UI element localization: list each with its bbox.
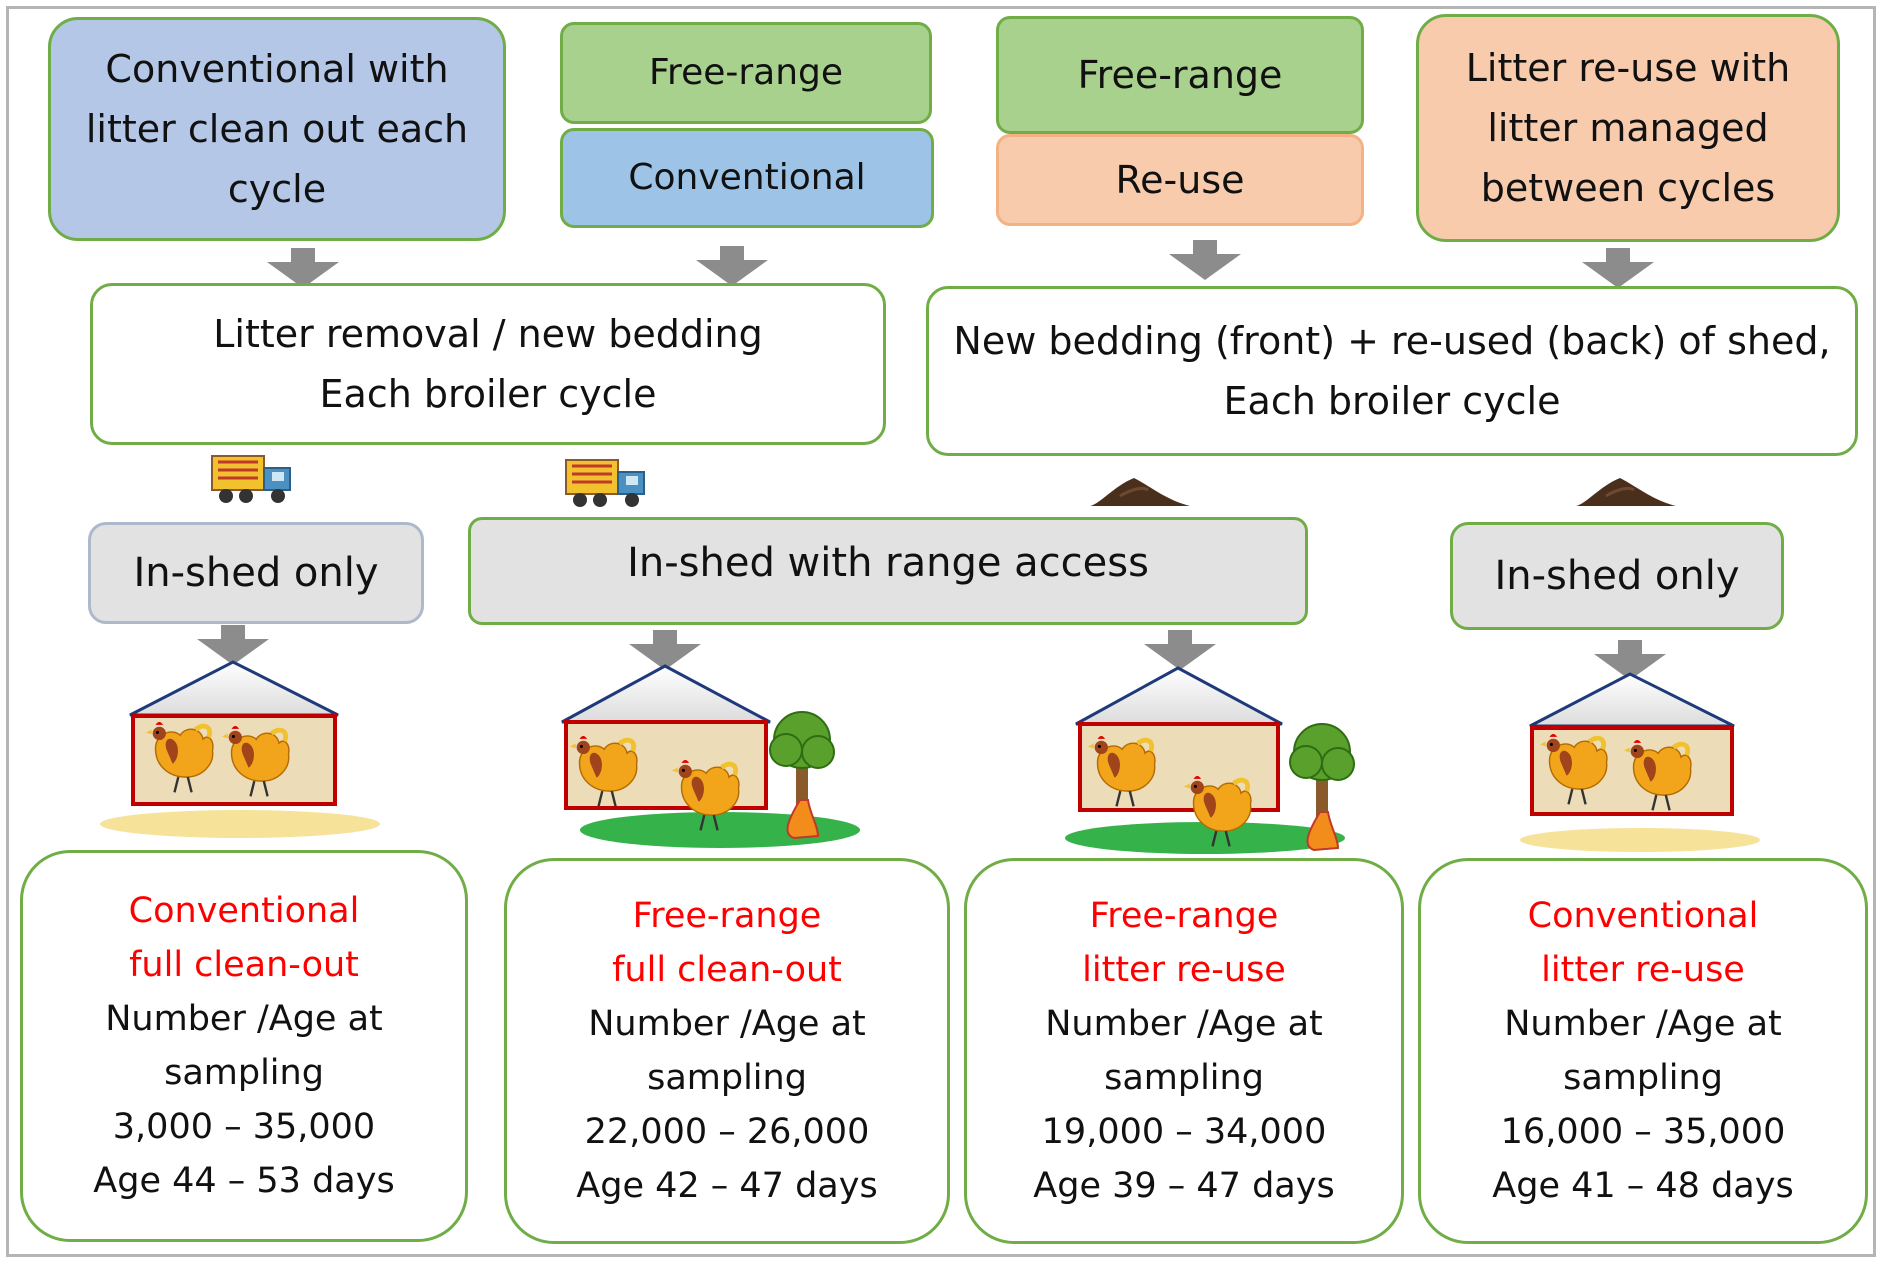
result-line: sampling <box>164 1053 324 1093</box>
result-title: Conventional <box>128 891 360 931</box>
box-line: New bedding (front) + re-used (back) of … <box>953 319 1831 363</box>
shed-icon <box>1065 666 1355 854</box>
result-line: Age 39 – 47 days <box>1033 1166 1335 1206</box>
arrow-down-icon <box>1169 240 1241 280</box>
conventional-cleanout-box: Conventional with litter clean out each … <box>48 17 506 241</box>
box-label: Free-range <box>1077 53 1283 97</box>
result-line: Age 44 – 53 days <box>93 1161 395 1201</box>
box-label: Re-use <box>1115 158 1245 202</box>
result-line: sampling <box>647 1058 807 1098</box>
arrow-down-icon <box>629 630 701 670</box>
free-range-label-c: Free-range <box>996 16 1364 134</box>
result-line: Number /Age at <box>1504 1004 1782 1044</box>
arrow-down-icon <box>696 246 768 286</box>
box-line: between cycles <box>1480 166 1776 210</box>
box-label: Free-range <box>648 52 844 93</box>
result-line: 19,000 – 34,000 <box>1041 1112 1327 1152</box>
result-title: Free-range <box>1089 896 1279 936</box>
new-bedding-box: New bedding (front) + re-used (back) of … <box>926 286 1858 456</box>
result-line: sampling <box>1104 1058 1264 1098</box>
box-line: litter clean out each <box>85 107 469 151</box>
box-label: In-shed with range access <box>627 540 1149 586</box>
box-line: cycle <box>227 167 327 211</box>
box-label: In-shed only <box>1494 553 1740 599</box>
in-shed-only-right: In-shed only <box>1450 522 1784 630</box>
result-line: Age 41 – 48 days <box>1492 1166 1794 1206</box>
result-free-range-reuse: Free-range litter re-use Number /Age at … <box>964 858 1404 1244</box>
result-line: 22,000 – 26,000 <box>584 1112 870 1152</box>
arrow-down-icon <box>1144 630 1216 670</box>
reuse-label-c: Re-use <box>996 134 1364 226</box>
result-line: 3,000 – 35,000 <box>112 1107 376 1147</box>
result-conventional-reuse: Conventional litter re-use Number /Age a… <box>1418 858 1868 1244</box>
box-line: Each broiler cycle <box>1223 379 1561 423</box>
result-line: Number /Age at <box>588 1004 866 1044</box>
truck-icon <box>210 454 292 505</box>
soil-pile-icon <box>1574 476 1678 508</box>
arrow-down-icon <box>267 248 339 288</box>
truck-icon <box>564 458 646 509</box>
arrow-down-icon <box>197 625 269 665</box>
outer-border <box>6 6 1876 1257</box>
result-line: 16,000 – 35,000 <box>1500 1112 1786 1152</box>
result-title: Free-range <box>632 896 822 936</box>
result-line: sampling <box>1563 1058 1723 1098</box>
box-line: litter managed <box>1487 106 1769 150</box>
box-line: Litter re-use with <box>1465 46 1791 90</box>
box-line: Litter removal / new bedding <box>213 312 763 356</box>
in-shed-only-left: In-shed only <box>88 522 424 624</box>
litter-removal-box: Litter removal / new bedding Each broile… <box>90 283 886 445</box>
result-free-range-cleanout: Free-range full clean-out Number /Age at… <box>504 858 950 1244</box>
result-line: Age 42 – 47 days <box>576 1166 878 1206</box>
result-title: full clean-out <box>612 950 842 990</box>
arrow-down-icon <box>1582 248 1654 288</box>
result-title: litter re-use <box>1541 950 1745 990</box>
litter-reuse-managed-box: Litter re-use with litter managed betwee… <box>1416 14 1840 242</box>
result-title: litter re-use <box>1082 950 1286 990</box>
shed-icon <box>1520 672 1760 852</box>
shed-icon <box>100 660 380 838</box>
shed-icon <box>561 664 860 848</box>
box-line: Each broiler cycle <box>319 372 657 416</box>
free-range-label-a: Free-range <box>560 22 932 124</box>
conventional-label-b: Conventional <box>560 128 934 228</box>
in-shed-range-access: In-shed with range access <box>468 517 1308 625</box>
box-label: In-shed only <box>133 550 379 596</box>
soil-pile-icon <box>1088 476 1192 508</box>
result-conventional-cleanout: Conventional full clean-out Number /Age … <box>20 850 468 1242</box>
box-label: Conventional <box>628 157 866 198</box>
result-title: full clean-out <box>129 945 359 985</box>
result-line: Number /Age at <box>1045 1004 1323 1044</box>
box-line: Conventional with <box>105 47 449 91</box>
result-title: Conventional <box>1527 896 1759 936</box>
result-line: Number /Age at <box>105 999 383 1039</box>
